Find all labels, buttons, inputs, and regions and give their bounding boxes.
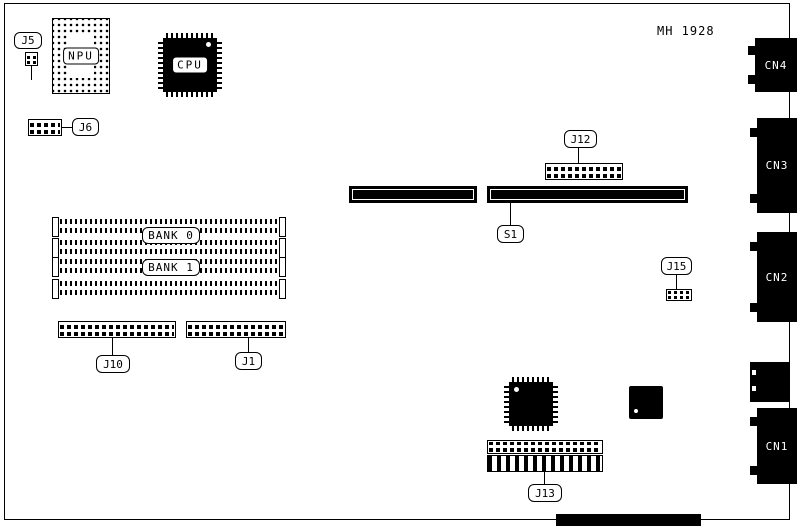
expansion-slot-left	[349, 186, 477, 203]
cn1-label: CN1	[765, 439, 789, 453]
j13-leader-line	[544, 472, 545, 485]
j10-leader-line	[112, 338, 113, 356]
cn2-connector: CN2	[750, 232, 797, 322]
j6-connector	[28, 119, 62, 136]
j6-leader-line	[62, 127, 72, 128]
mounting-flange	[750, 417, 758, 426]
j13-connector	[487, 440, 603, 472]
bottom-edge-connector	[556, 514, 701, 526]
chip-pin1-marker	[634, 409, 638, 413]
mounting-flange	[750, 128, 758, 137]
j1-connector	[186, 321, 286, 338]
chip-pins-right	[553, 385, 558, 423]
simm-socket-row-1	[52, 217, 286, 237]
chip-pins-bottom	[512, 426, 550, 431]
mounting-flange	[750, 466, 758, 475]
cpu-pins-right	[217, 41, 222, 89]
chip-pin1-marker	[514, 387, 519, 392]
npu-chip-label: NPU	[63, 47, 99, 65]
mounting-flange	[750, 303, 758, 312]
j1-leader-line	[248, 338, 249, 353]
cn3-label: CN3	[765, 159, 789, 172]
chip-pins-left	[504, 385, 509, 423]
j13-pin-row	[487, 440, 603, 454]
mounting-flange	[748, 46, 756, 55]
s1-label: S1	[497, 225, 524, 243]
expansion-slot-right	[487, 186, 688, 203]
npu-chip: NPU	[52, 18, 110, 94]
bank1-label: BANK 1	[142, 259, 200, 276]
j5-connector	[25, 52, 38, 66]
j12-leader-line	[578, 148, 579, 163]
simm-socket-row-4	[52, 279, 286, 299]
j10-connector	[58, 321, 176, 338]
din-pin	[752, 370, 756, 375]
cn4-connector: CN4	[748, 38, 797, 92]
mounting-flange	[750, 194, 758, 203]
cpu-pins-top	[166, 33, 214, 38]
j6-label: J6	[72, 118, 99, 136]
cpu-pins-left	[158, 41, 163, 89]
j5-leader-line	[31, 66, 32, 80]
mounting-flange	[750, 242, 758, 251]
j15-connector	[666, 289, 692, 301]
j12-label: J12	[564, 130, 597, 148]
cpu-pin1-marker	[206, 42, 211, 47]
chip-pins-top	[512, 377, 550, 382]
part-number: MH 1928	[657, 24, 715, 38]
j13-label: J13	[528, 484, 562, 502]
controller-chip-small	[629, 386, 663, 419]
j1-label: J1	[235, 352, 262, 370]
cn2-label: CN2	[765, 270, 789, 284]
cpu-chip: CPU	[158, 33, 222, 97]
j10-label: J10	[96, 355, 130, 373]
j12-connector	[545, 163, 623, 180]
mounting-flange	[748, 75, 756, 84]
j5-label: J5	[14, 32, 42, 49]
keyboard-din-connector	[750, 362, 790, 402]
j13-socket-row	[487, 455, 603, 472]
din-pin	[752, 386, 756, 391]
cn4-label: CN4	[764, 58, 788, 72]
bank0-label: BANK 0	[142, 227, 200, 244]
cpu-chip-label: CPU	[172, 56, 208, 74]
j15-label: J15	[661, 257, 692, 275]
s1-leader-line	[510, 203, 511, 225]
cpu-pins-bottom	[166, 92, 214, 97]
j15-leader-line	[676, 275, 677, 289]
cn1-connector: CN1	[750, 408, 797, 484]
controller-chip-large	[504, 377, 558, 431]
cn3-connector: CN3	[750, 118, 797, 213]
